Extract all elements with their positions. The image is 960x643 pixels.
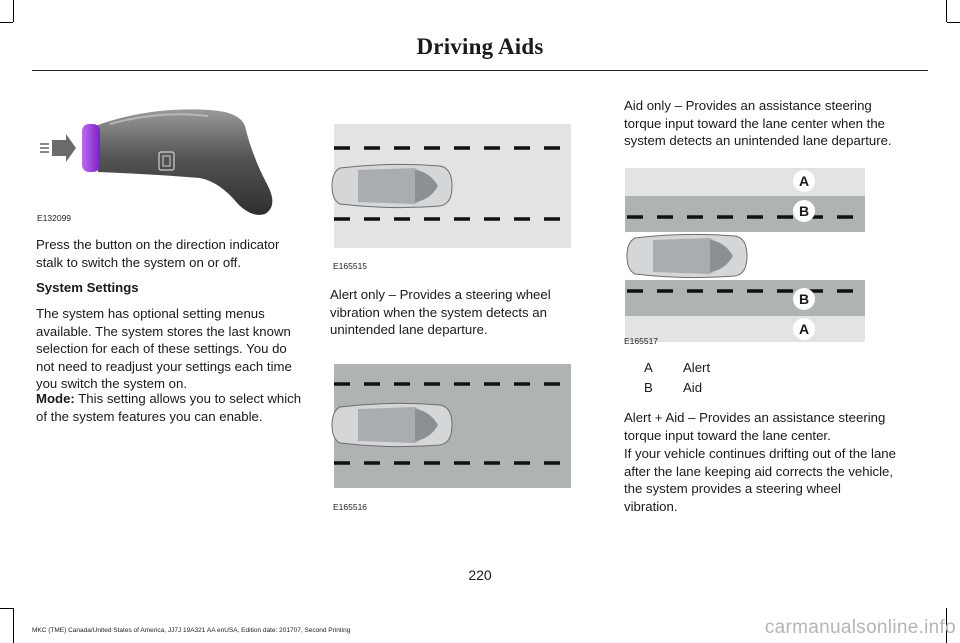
legend-value: Aid	[683, 380, 703, 395]
crop-mark	[13, 608, 14, 643]
callout-b-top: B	[793, 200, 815, 222]
mode-description: This setting allows you to select which …	[36, 391, 302, 424]
indicator-stalk-illustration	[40, 109, 273, 215]
section-heading: System Settings	[36, 280, 139, 295]
watermark: carmanualsonline.info	[764, 617, 956, 638]
lane-diagram-aid-only	[625, 168, 865, 342]
arrow-icon	[40, 134, 76, 162]
car-icon	[331, 402, 453, 448]
switch-icon	[158, 151, 175, 171]
figure-id: E165517	[624, 336, 659, 346]
legend-value: Alert	[683, 360, 711, 375]
crop-mark	[946, 608, 947, 643]
body-paragraph: Alert + Aid – Provides an assistance ste…	[624, 410, 886, 443]
legend-key: A	[644, 360, 653, 375]
page-title: Driving Aids	[416, 34, 544, 59]
crop-mark	[13, 0, 14, 22]
body-paragraph: If your vehicle continues drifting out o…	[624, 446, 896, 514]
car-icon	[331, 163, 453, 209]
body-paragraph: Mode: This setting allows you to select …	[36, 390, 306, 425]
figure-id: E165515	[333, 261, 368, 271]
lane-diagram-alert-only-top	[331, 124, 571, 248]
lane-diagram-alert-only	[331, 364, 571, 488]
callout-b-bottom: B	[793, 288, 815, 310]
body-paragraph: Aid only – Provides an assistance steeri…	[624, 98, 892, 148]
body-paragraph: Alert only – Provides a steering wheel v…	[330, 287, 551, 337]
figure-id: E132099	[37, 213, 72, 223]
figure-id: E165516	[333, 502, 368, 512]
body-paragraph: The system has optional setting menus av…	[36, 306, 292, 391]
mode-label: Mode:	[36, 391, 75, 406]
callout-a-top: A	[793, 170, 815, 192]
body-paragraph: Press the button on the direction indica…	[36, 237, 280, 270]
car-icon	[626, 233, 748, 279]
crop-mark	[0, 608, 13, 609]
crop-mark	[947, 22, 960, 23]
page-number: 220	[468, 567, 492, 583]
legend-key: B	[644, 380, 653, 395]
callout-a-bottom: A	[793, 318, 815, 340]
header-rule	[32, 70, 928, 71]
crop-mark	[946, 0, 947, 22]
edition-footer: MKC (TME) Canada/United States of Americ…	[32, 627, 351, 634]
crop-mark	[0, 22, 13, 23]
